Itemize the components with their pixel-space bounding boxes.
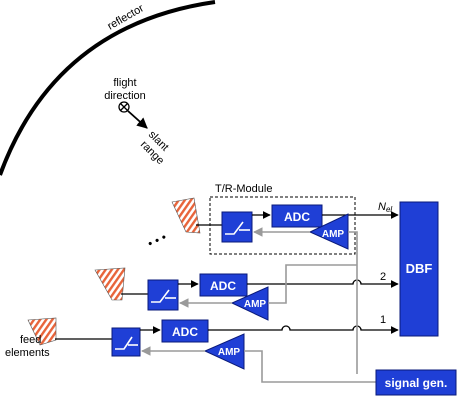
flight-direction-icon	[118, 101, 130, 113]
feed-elements-label-1: feed	[20, 334, 41, 346]
adc-label: ADC	[172, 325, 198, 339]
switch-icon	[151, 289, 170, 303]
flight-direction-label-2: direction	[104, 90, 146, 102]
amp-label: AMP	[244, 299, 267, 310]
signal-distribution-network	[244, 231, 376, 383]
adc-label: ADC	[284, 210, 310, 224]
amp-label: AMP	[218, 347, 241, 358]
reflector-arc	[0, 0, 216, 176]
channel-2-label: 2	[380, 271, 386, 283]
switch-icon	[225, 221, 244, 235]
adc-block	[161, 319, 209, 343]
tr-channel-n: ADC AMP	[221, 204, 399, 250]
channel-n-label: Nel	[378, 201, 392, 214]
switch-block	[147, 279, 179, 311]
switch-icon	[115, 336, 133, 350]
tr-channel-1: ADC AMP	[111, 319, 399, 370]
feed-horn-2	[94, 267, 126, 301]
ellipsis-dots: • • •	[145, 230, 168, 251]
amp-label: AMP	[322, 229, 345, 240]
switch-block	[221, 211, 253, 243]
slant-range-arrow	[127, 110, 148, 129]
feed-horn-1	[27, 317, 57, 346]
feed-elements-label-2: elements	[5, 347, 50, 359]
channel-1-label: 1	[380, 314, 386, 326]
tr-channel-2: ADC AMP	[147, 273, 399, 321]
adc-block	[271, 204, 323, 228]
flight-direction-label-1: flight	[113, 77, 136, 89]
adc-label: ADC	[210, 279, 236, 293]
dbf-label: DBF	[406, 261, 433, 276]
tr-module-label: T/R-Module	[215, 183, 272, 195]
dbf-block	[399, 201, 439, 337]
signal-gen-label: signal gen.	[385, 376, 448, 390]
adc-block	[199, 273, 248, 297]
signal-gen-block	[375, 369, 457, 396]
feed-horn-n	[171, 197, 201, 234]
switch-block	[111, 327, 141, 357]
